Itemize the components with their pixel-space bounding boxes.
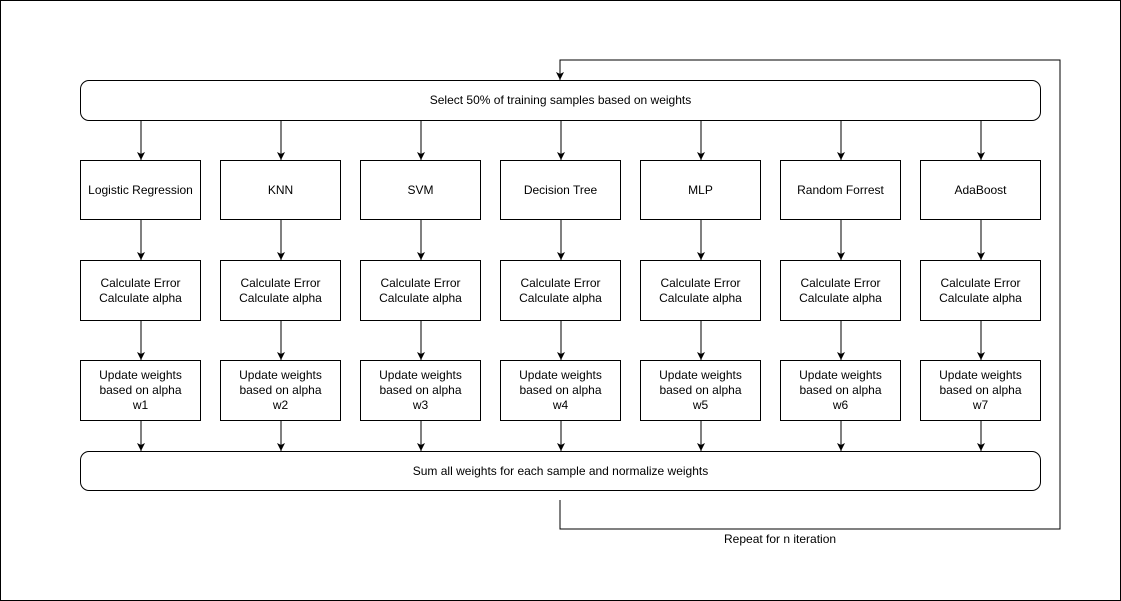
model-6-model-label: Random Forrest	[797, 182, 884, 197]
model-7-update-box: Update weights based on alpha w7	[920, 360, 1041, 421]
feedback-loop-connector	[556, 59, 1061, 530]
model-5-error-box: Calculate Error Calculate alpha	[640, 260, 761, 321]
model-4-error-label: Calculate Error Calculate alpha	[519, 275, 602, 305]
model-6-error-label: Calculate Error Calculate alpha	[799, 275, 882, 305]
model-3-model-box: SVM	[360, 160, 481, 220]
model-2-error-box: Calculate Error Calculate alpha	[220, 260, 341, 321]
model-7-update-label: Update weights based on alpha w7	[939, 368, 1022, 412]
model-7-model-label: AdaBoost	[954, 182, 1007, 197]
model-4-error-box: Calculate Error Calculate alpha	[500, 260, 621, 321]
model-3-error-box: Calculate Error Calculate alpha	[360, 260, 481, 321]
model-4-update-box: Update weights based on alpha w4	[500, 360, 621, 421]
model-7-error-label: Calculate Error Calculate alpha	[939, 275, 1022, 305]
model-6-model-box: Random Forrest	[780, 160, 901, 220]
model-5-update-box: Update weights based on alpha w5	[640, 360, 761, 421]
model-1-update-box: Update weights based on alpha w1	[80, 360, 201, 421]
model-3-model-label: SVM	[407, 182, 434, 197]
model-1-error-label: Calculate Error Calculate alpha	[99, 275, 182, 305]
model-4-model-box: Decision Tree	[500, 160, 621, 220]
model-5-error-label: Calculate Error Calculate alpha	[659, 275, 742, 305]
model-1-model-box: Logistic Regression	[80, 160, 201, 220]
model-4-model-label: Decision Tree	[523, 182, 598, 197]
model-2-update-label: Update weights based on alpha w2	[239, 368, 322, 412]
model-2-update-box: Update weights based on alpha w2	[220, 360, 341, 421]
sum-normalize-label: Sum all weights for each sample and norm…	[412, 463, 709, 478]
model-7-error-box: Calculate Error Calculate alpha	[920, 260, 1041, 321]
model-3-error-label: Calculate Error Calculate alpha	[379, 275, 462, 305]
select-samples-label: Select 50% of training samples based on …	[429, 93, 692, 107]
model-5-model-label: MLP	[688, 182, 713, 197]
model-3-update-label: Update weights based on alpha w3	[379, 368, 462, 412]
sum-normalize-box: Sum all weights for each sample and norm…	[80, 451, 1041, 491]
model-5-update-label: Update weights based on alpha w5	[659, 368, 742, 412]
model-1-error-box: Calculate Error Calculate alpha	[80, 260, 201, 321]
model-2-model-box: KNN	[220, 160, 341, 220]
select-samples-box: Select 50% of training samples based on …	[80, 80, 1041, 121]
model-1-model-label: Logistic Regression	[88, 182, 193, 197]
model-6-update-box: Update weights based on alpha w6	[780, 360, 901, 421]
model-1-update-label: Update weights based on alpha w1	[99, 368, 182, 412]
model-2-model-label: KNN	[267, 182, 294, 197]
model-4-update-label: Update weights based on alpha w4	[519, 368, 602, 412]
model-7-model-box: AdaBoost	[920, 160, 1041, 220]
repeat-loop-label: Repeat for n iteration	[724, 532, 837, 546]
model-6-update-label: Update weights based on alpha w6	[799, 368, 882, 412]
model-2-error-label: Calculate Error Calculate alpha	[239, 275, 322, 305]
model-3-update-box: Update weights based on alpha w3	[360, 360, 481, 421]
model-6-error-box: Calculate Error Calculate alpha	[780, 260, 901, 321]
model-5-model-box: MLP	[640, 160, 761, 220]
